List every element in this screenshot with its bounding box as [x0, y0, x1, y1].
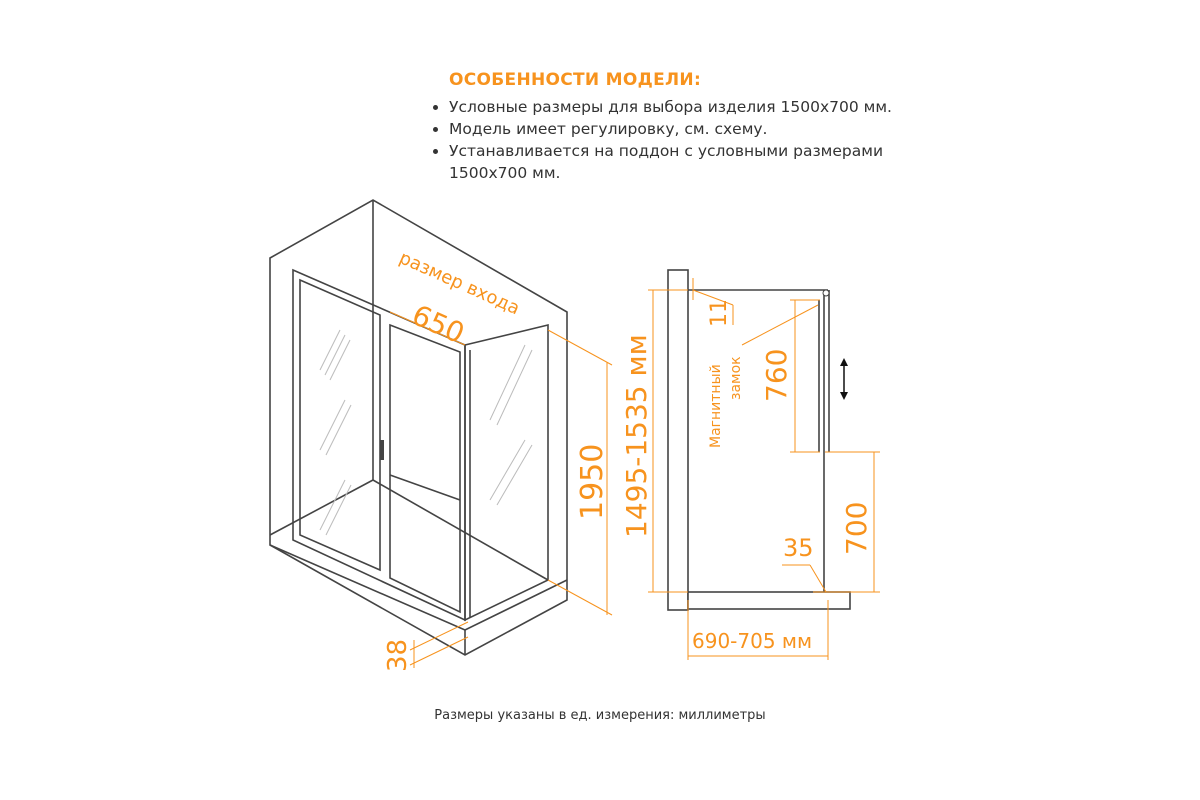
- depth-range-value: 690-705 мм: [692, 629, 812, 653]
- bottom-offset-value: 35: [783, 534, 814, 562]
- wall-section: [667, 269, 689, 611]
- adjust-arrow-icon: [840, 358, 848, 400]
- side-view: 1495-1535 мм 11 Магнитный замок 760 700 …: [620, 269, 880, 660]
- isometric-view: размер входа 650 1950 38: [269, 199, 613, 672]
- model-features: ОСОБЕННОСТИ МОДЕЛИ: Условные размеры для…: [425, 70, 965, 184]
- feature-item: Устанавливается на поддон с условными ра…: [449, 140, 965, 184]
- sliding-glass-panel: [389, 323, 461, 614]
- tray-section: [687, 591, 851, 610]
- height-range-value: 1495-1535 мм: [620, 334, 653, 538]
- feature-item: Модель имеет регулировку, см. схему.: [449, 118, 965, 140]
- feature-item: Условные размеры для выбора изделия 1500…: [449, 96, 965, 118]
- lower-height-value: 700: [840, 502, 873, 555]
- magnet-lock-label-2: замок: [728, 356, 744, 400]
- features-title: ОСОБЕННОСТИ МОДЕЛИ:: [449, 70, 702, 90]
- magnet-lock-label-1: Магнитный: [708, 364, 724, 448]
- units-note: Размеры указаны в ед. измерения: миллиме…: [434, 708, 766, 723]
- top-offset-value: 11: [707, 299, 732, 327]
- height-value: 1950: [575, 444, 610, 520]
- tray-height-value: 38: [383, 639, 413, 672]
- door-handle-icon: [380, 440, 384, 460]
- panel-height-value: 760: [760, 349, 793, 402]
- glass-reflection-hatch: [319, 329, 533, 536]
- features-list: Условные размеры для выбора изделия 1500…: [425, 96, 965, 184]
- fixed-glass-panel: [299, 278, 381, 572]
